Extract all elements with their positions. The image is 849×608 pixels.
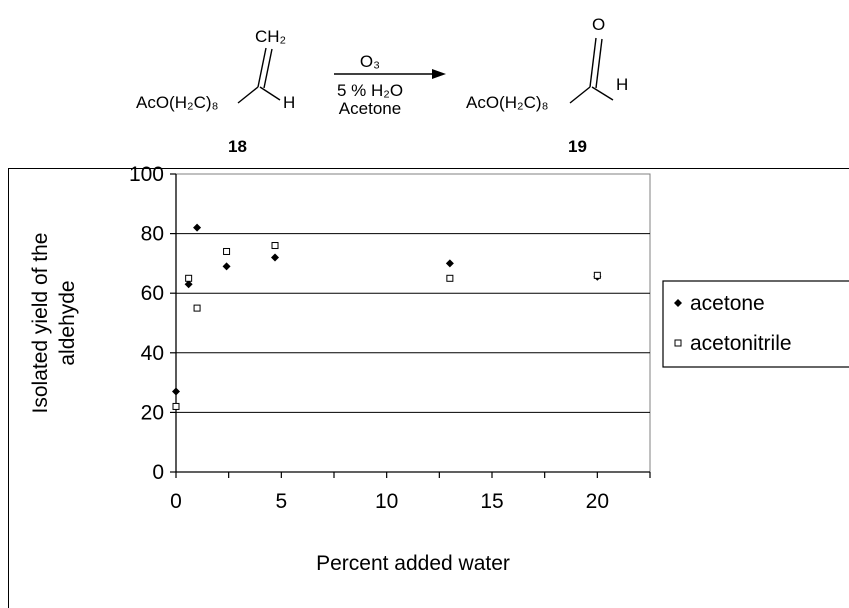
reactant-double-bond-b (263, 48, 273, 89)
product-double-bond-a (589, 37, 597, 88)
reactant-number: 18 (228, 137, 247, 156)
legend-box (662, 280, 849, 368)
legend: acetone acetonitrile (662, 280, 849, 368)
data-point-acetonitrile (185, 274, 193, 282)
conditions-line2: Acetone (339, 99, 401, 118)
y-axis-title-line1: Isolated yield of the (29, 233, 52, 414)
reactant-bond-h (259, 86, 281, 101)
plot-area-border (175, 173, 651, 473)
legend-label-acetone: acetone (690, 292, 765, 315)
data-point-acetonitrile (172, 402, 180, 410)
reagent-label: O₃ (360, 52, 380, 71)
legend-marker-acetonitrile (674, 339, 682, 347)
reactant-double-bond-a (257, 47, 267, 88)
data-point-acetonitrile (193, 304, 201, 312)
grid-layer (175, 173, 651, 473)
data-point-acetone (193, 223, 202, 232)
y-tick-label: 20 (141, 401, 164, 424)
product-o-label: O (592, 15, 605, 34)
data-point-acetone (222, 262, 231, 271)
reactant-ch2-label: CH₂ (255, 27, 286, 46)
chart-frame (8, 168, 849, 608)
reaction-scheme: AcO(H₂C)₈ CH₂ H 18 O₃ 5 % H₂O Acetone Ac… (136, 15, 628, 156)
data-point-acetonitrile (593, 271, 601, 279)
x-tick-label: 10 (375, 490, 398, 513)
data-point-acetonitrile (271, 242, 279, 250)
data-point-acetonitrile (223, 247, 231, 255)
x-tick-label: 20 (586, 490, 609, 513)
legend-label-acetonitrile: acetonitrile (690, 332, 792, 355)
point-layer (172, 223, 602, 410)
y-tick-label: 40 (141, 342, 164, 365)
x-tick-label: 5 (275, 490, 287, 513)
reactant-chain-label: AcO(H₂C)₈ (136, 93, 219, 112)
data-point-acetonitrile (446, 274, 454, 282)
axis-layer (170, 173, 651, 478)
x-tick-label: 0 (170, 490, 182, 513)
y-tick-label: 0 (152, 461, 164, 484)
y-tick-label: 100 (129, 163, 164, 186)
data-point-acetone (445, 259, 454, 268)
product-bond-h (591, 86, 614, 101)
product-chain-label: AcO(H₂C)₈ (466, 93, 549, 112)
x-axis-title: Percent added water (316, 552, 510, 575)
data-point-acetone (184, 280, 193, 289)
product-number: 19 (568, 137, 587, 156)
y-tick-label: 80 (141, 223, 164, 246)
reactant-h-label: H (283, 93, 295, 112)
x-tick-label: 15 (480, 490, 503, 513)
product-h-label: H (616, 75, 628, 94)
data-point-acetone (271, 253, 280, 262)
data-point-acetone (172, 387, 180, 396)
y-tick-label: 60 (141, 282, 164, 305)
y-axis-title-line2: aldehyde (56, 280, 79, 365)
legend-marker-acetone (674, 299, 682, 307)
reaction-arrow-head (432, 69, 446, 79)
product-bond-left (569, 86, 591, 104)
reactant-bond-left (237, 86, 259, 104)
product-double-bond-b (595, 38, 603, 89)
conditions-line1: 5 % H₂O (337, 81, 403, 100)
